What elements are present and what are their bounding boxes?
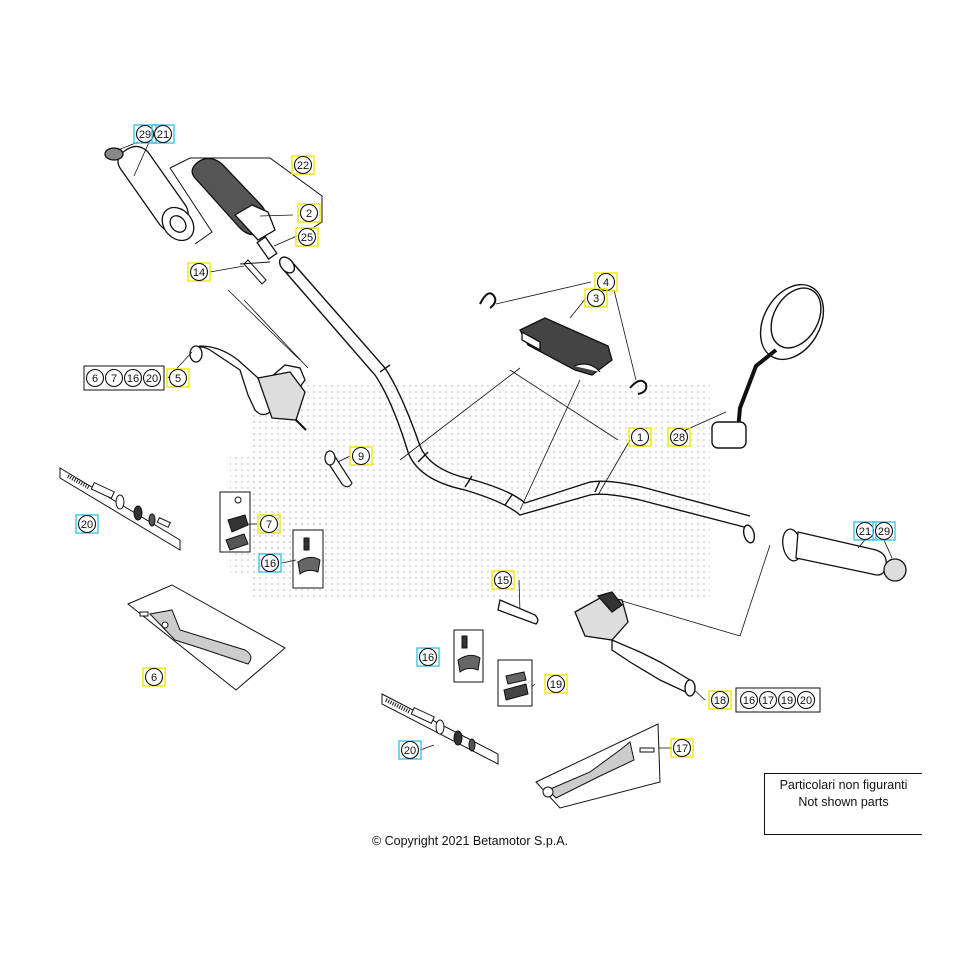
group-right-item-17: 17 [758, 690, 778, 710]
left-grip [104, 145, 195, 242]
piston-kit-20b [381, 693, 499, 765]
callout-19-label: 19 [550, 679, 562, 691]
callout-16a: 16 [258, 553, 282, 573]
callout-7-label: 7 [266, 519, 272, 531]
callout-25-label: 25 [301, 232, 313, 244]
callout-21a: 21 [151, 124, 175, 144]
callout-5-label: 5 [175, 373, 181, 385]
callout-20a-label: 20 [81, 519, 93, 531]
group-left-item-6-label: 6 [92, 373, 98, 385]
group-right-item-17-label: 17 [762, 695, 774, 707]
callout-14-label: 14 [193, 267, 205, 279]
callout-1: 1 [628, 427, 652, 447]
not-shown-parts-box: Particolari non figuranti Not shown part… [764, 773, 922, 835]
handlebar [278, 256, 756, 544]
callout-3-label: 3 [593, 293, 599, 305]
group-left-item-7: 7 [104, 368, 124, 388]
brake-master-cylinder [497, 591, 696, 697]
callout-14: 14 [187, 262, 211, 282]
group-right-item-20-label: 20 [800, 695, 812, 707]
callout-29a-label: 29 [139, 129, 151, 141]
callout-17: 17 [670, 738, 694, 758]
mirror-28 [711, 283, 825, 449]
group-left-item-6: 6 [85, 368, 105, 388]
clutch-assembly [189, 289, 309, 431]
callout-16b: 16 [416, 647, 440, 667]
top-clamp-3 [519, 317, 613, 376]
group-right-item-19: 19 [777, 690, 797, 710]
group-left-item-20: 20 [142, 368, 162, 388]
callout-16b-label: 16 [422, 652, 434, 664]
callout-22: 22 [291, 155, 315, 175]
callout-7: 7 [257, 514, 281, 534]
callout-9-label: 9 [358, 451, 364, 463]
note-line-1: Particolari non figuranti [779, 778, 908, 792]
copyright-text: © Copyright 2021 Betamotor S.p.A. [371, 834, 569, 848]
callout-28-label: 28 [673, 432, 685, 444]
group-right-item-20: 20 [796, 690, 816, 710]
note-line-2: Not shown parts [798, 795, 889, 809]
hooks-4 [479, 292, 648, 395]
callout-28: 28 [667, 427, 691, 447]
callout-19: 19 [544, 674, 568, 694]
callout-3: 3 [584, 288, 608, 308]
callout-15: 15 [491, 570, 515, 590]
callout-20b-label: 20 [404, 745, 416, 757]
clamp-19 [497, 659, 533, 707]
group-right-item-16-label: 16 [743, 695, 755, 707]
callout-4-label: 4 [603, 277, 609, 289]
callout-29b: 29 [872, 521, 896, 541]
group-right-item-16: 16 [739, 690, 759, 710]
lever-kit-17 [535, 723, 661, 809]
group-left-item-16-label: 16 [127, 373, 139, 385]
throttle-grip [191, 157, 278, 260]
pin-14 [239, 259, 271, 285]
adjuster-9 [324, 450, 353, 488]
bracket-22 [169, 157, 323, 245]
callout-2: 2 [297, 203, 321, 223]
callout-21b-label: 21 [859, 526, 871, 538]
group-left-layer: 6 7 16 20 [85, 368, 162, 388]
lever-kit-6 [127, 584, 286, 691]
callout-6-label: 6 [151, 672, 157, 684]
callout-20a: 20 [75, 514, 99, 534]
piston-kit-20a [59, 467, 181, 551]
callout-6: 6 [142, 667, 166, 687]
callout-16a-label: 16 [264, 558, 276, 570]
clamp-16b [453, 629, 484, 683]
group-left-item-20-label: 20 [146, 373, 158, 385]
callout-9: 9 [349, 446, 373, 466]
callout-21a-label: 21 [157, 129, 169, 141]
watermark-dots [230, 385, 710, 600]
group-right-item-19-label: 19 [781, 695, 793, 707]
callout-18: 18 [708, 690, 732, 710]
clamp-16a [292, 529, 324, 589]
callout-1-label: 1 [637, 432, 643, 444]
callout-22-label: 22 [297, 160, 309, 172]
group-right-layer: 16 17 19 20 [739, 690, 816, 710]
callout-25: 25 [295, 227, 319, 247]
callout-18-label: 18 [714, 695, 726, 707]
callout-29a: 29 [133, 124, 157, 144]
callout-15-label: 15 [497, 575, 509, 587]
right-grip [782, 528, 907, 582]
callout-17-label: 17 [676, 743, 688, 755]
callout-5: 5 [166, 368, 190, 388]
callout-20b: 20 [398, 740, 422, 760]
group-left-item-7-label: 7 [111, 373, 117, 385]
group-left-item-16: 16 [123, 368, 143, 388]
clamp-7 [219, 491, 251, 553]
callout-2-label: 2 [306, 208, 312, 220]
callout-4: 4 [594, 272, 618, 292]
callout-29b-label: 29 [878, 526, 890, 538]
